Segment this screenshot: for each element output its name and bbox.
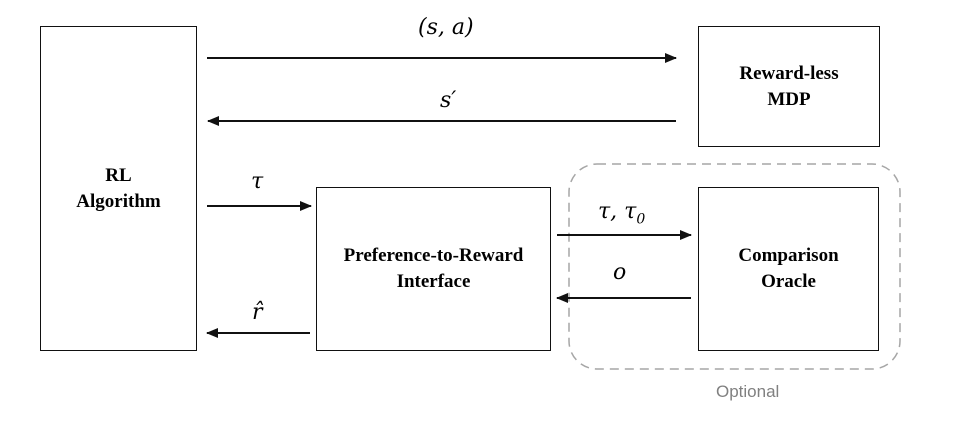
mdp-box: Reward-less MDP: [698, 26, 880, 147]
rl-algorithm-label-line1: RL: [105, 164, 132, 186]
edge-label-trajectory: τ: [251, 169, 264, 194]
edge-label-reward-estimate: r̂: [252, 300, 263, 325]
edge-label-trajectory-pair-subscript: 0: [636, 211, 646, 228]
edge-label-outcome: o: [613, 260, 627, 285]
interface-label: Preference-to-Reward Interface: [344, 243, 524, 295]
mdp-label-line2: MDP: [767, 88, 811, 110]
optional-group-label: Optional: [716, 382, 780, 401]
edge-label-state-action: (s, a): [418, 15, 474, 40]
oracle-label-line1: Comparison: [738, 245, 839, 266]
optional-group-boundary: [568, 163, 901, 370]
interface-label-line2: Interface: [396, 271, 471, 292]
rl-algorithm-label: RL Algorithm: [76, 163, 160, 215]
rl-algorithm-box: RL Algorithm: [40, 26, 197, 351]
edge-label-next-state: s′: [440, 88, 457, 113]
edge-label-trajectory-pair: τ, τ0: [598, 199, 645, 227]
rl-algorithm-label-line2: Algorithm: [76, 190, 161, 212]
interface-box: Preference-to-Reward Interface: [316, 187, 551, 351]
mdp-label: Reward-less MDP: [739, 61, 838, 113]
oracle-label: Comparison Oracle: [738, 243, 838, 295]
edge-label-trajectory-pair-main: τ, τ: [598, 199, 637, 224]
mdp-label-line1: Reward-less: [739, 62, 839, 84]
oracle-label-line2: Oracle: [761, 271, 816, 292]
interface-label-line1: Preference-to-Reward: [343, 245, 524, 266]
oracle-box: Comparison Oracle: [698, 187, 879, 351]
